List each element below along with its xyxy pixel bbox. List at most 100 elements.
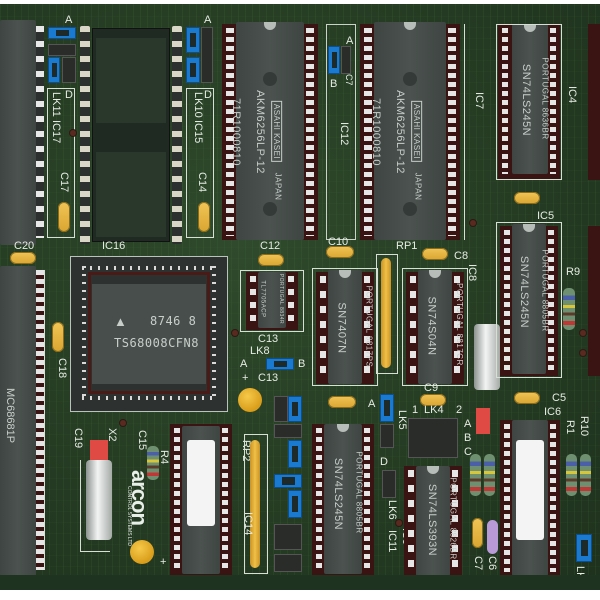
sram-right-code: 71R1000810 [370,97,383,167]
label-ic11: IC11 [386,530,398,553]
plcc-frame [88,272,210,394]
outline-x2 [80,460,110,552]
resistor-r1 [566,454,577,496]
label-c13: C13 [258,333,279,345]
label-c19: C19 [72,428,84,449]
label-lk8: LK8 [250,345,270,357]
label-c7: C7 [472,556,484,571]
header-lk9-1 [274,396,288,422]
label-ic14: IC14 [242,512,254,536]
pins-ic5-a [504,230,510,372]
label-lk5: LK5 [396,410,408,430]
board-edge-bottom [0,590,600,600]
board-edge-top [0,0,600,4]
outline-ic7-line [464,24,466,240]
resistor-pack-rp1 [381,258,391,368]
outline-ic10 [312,268,378,386]
chip-ic11: SN74LS245N PORTUGAL 8805BR [324,424,364,574]
jumper-lk10-b[interactable] [186,57,200,83]
jumper-lk9-3[interactable] [274,474,302,488]
capacitor-c10 [326,246,354,258]
label-c9: C9 [424,382,439,394]
jumper-lk9-1[interactable] [288,396,302,422]
label-b: B [464,432,472,444]
jumper-lk9-2[interactable] [288,440,302,468]
via [470,220,476,226]
outline-ic4 [496,24,562,180]
label-d: D [204,89,212,101]
chip-sram-right: ASAHI KASEI AKM6256LP-12 71R1000810 JAPA… [370,22,446,240]
socket-ic15-window-bottom [96,152,166,237]
capacitor-c9 [420,394,446,406]
label-rp1: RP1 [396,240,418,252]
capacitor-c17 [58,202,70,232]
pins-sram-left-b [306,28,314,236]
jumper-lk3[interactable] [576,534,592,562]
sn74ls393n-part: SN74LS393N [426,483,439,557]
chip-ic5: SN74LS245N PORTUGAL 8805BR [512,224,550,374]
pins-sram-right-b [448,28,456,236]
eprom-right-label [516,440,544,540]
header-lk9-2 [274,424,302,438]
capacitor-c12 [258,254,284,266]
eprom-left-label [187,440,215,526]
label-c10: C10 [328,236,349,248]
capacitor-c7 [472,518,483,548]
capacitor-c18 [52,322,64,352]
label-ic5: IC5 [537,210,555,222]
header-lk11 [48,44,76,56]
label-c5: C5 [552,392,567,404]
socket-ic15-window-top [96,38,166,123]
jumper-ic12[interactable] [328,46,340,74]
header-lk6 [382,470,396,498]
socket-partial-right-mid [588,226,600,376]
capacitor-ic5-top [514,192,540,204]
pins-ic4-a [502,28,508,174]
chip-ts68008: ▲ 8746 8 TS68008CFN8 [92,284,206,384]
crystal-x2 [86,460,112,540]
capacitor-c14 [198,202,210,232]
jumper-lk9-4[interactable] [288,490,302,518]
label-d: D [65,89,73,101]
jumper-lk10-a[interactable] [186,27,200,53]
label-c17: C17 [58,172,70,193]
sram-left-origin: JAPAN [273,172,283,201]
resistor-r10 [580,454,591,496]
label-r10: R10 [578,416,590,437]
red-jumper-x2[interactable] [90,440,108,460]
jumper-lk11-a[interactable] [48,27,76,39]
sram-right-part: AKM6256LP-12 [393,90,406,174]
ic5-part: SN74LS245N [518,255,531,329]
pins-eprom-left-b [222,428,228,572]
outline-ic15 [186,88,214,238]
arcon-logo-subtitle: CONTROL SYSTEMS LTD [126,486,132,547]
jumper-lk5[interactable] [380,394,394,422]
socket-ic15-pins-left [80,26,90,244]
via [120,420,126,426]
label-ic16: IC16 [102,240,126,252]
header-lk4 [408,418,458,458]
header-lk11-2 [62,57,76,83]
chip-sn74ls393n: SN74LS393N PORTUGAL 8826BR [416,466,458,576]
jumper-lk11-b[interactable] [48,57,60,83]
outline-ic5 [496,222,562,378]
header-ic12 [341,46,351,74]
label-lk4: LK4 [424,404,444,416]
pins-eprom-right-a [504,424,510,572]
label-c18: C18 [56,358,68,379]
label-c: C [464,446,472,458]
label-a: A [204,14,212,26]
sram-left-code: 71R1000810 [230,97,243,167]
jumper-lk8[interactable] [266,358,294,370]
label-ic6: IC6 [544,406,562,418]
label-x2: X2 [106,428,118,442]
pins-ic10-a [320,276,326,380]
pins-ic4-b [550,28,556,174]
chip-ic4: SN74LS245N PORTUGAL 8636BR [512,24,550,174]
label-r9: R9 [566,266,581,278]
sram-right-brand: ASAHI KASEI [411,100,423,163]
red-jumper-lk4[interactable] [476,408,490,434]
crystal-oscillator [474,324,500,390]
capacitor-c8 [422,248,448,260]
label-b: B [298,358,306,370]
